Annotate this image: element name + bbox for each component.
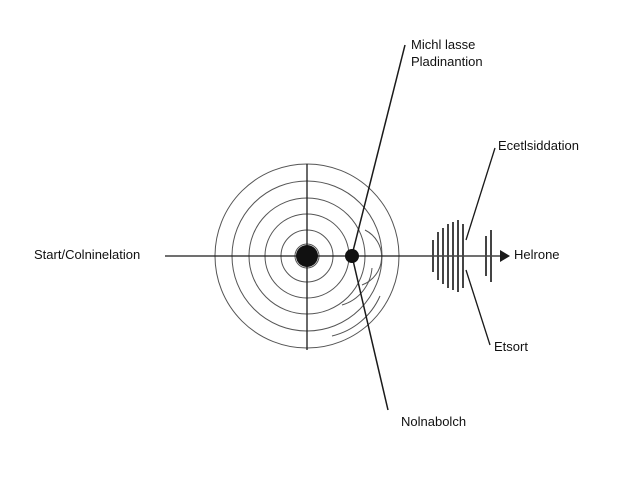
arc-2 — [341, 267, 373, 306]
label-bottom: Nolnabolch — [401, 414, 467, 429]
central-node — [296, 245, 318, 267]
label-upper-right: Ecetlsiddation — [498, 138, 579, 153]
secondary-node — [345, 249, 359, 263]
leader-line-upper-right — [465, 147, 496, 241]
label-lower-right: Etsort — [494, 339, 528, 354]
label-right: Helrone — [514, 247, 560, 262]
label-top-line2: Pladinantion — [411, 54, 483, 69]
label-top-line1: Michl lasse — [411, 37, 476, 52]
leader-line-top — [351, 44, 406, 256]
wave-pulse-bars — [432, 220, 492, 292]
arc-1 — [361, 229, 383, 286]
label-start: Start/Colninelation — [34, 247, 141, 262]
leader-line-lower-right — [465, 269, 491, 346]
arrowhead-right-icon — [500, 250, 510, 262]
arc-3 — [331, 295, 381, 337]
leader-line-bottom — [351, 255, 389, 411]
secondary-arcs — [331, 229, 383, 337]
